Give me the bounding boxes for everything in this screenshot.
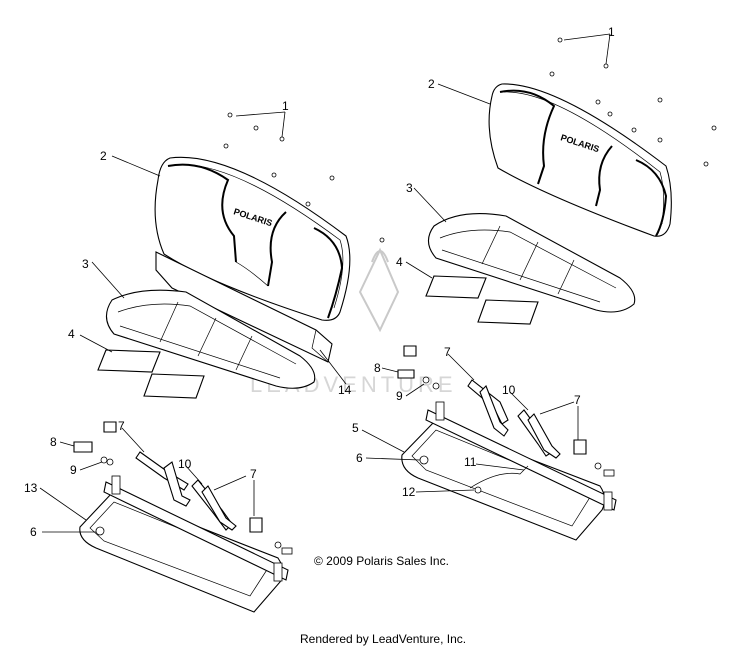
callout-left-7a: 7	[118, 419, 125, 433]
callout-right-7b: 7	[574, 393, 581, 407]
callout-left-6: 6	[30, 525, 37, 539]
callout-left-8: 8	[50, 435, 57, 449]
callout-right-3: 3	[406, 181, 413, 195]
callout-right-10: 10	[502, 383, 516, 397]
callout-left-10: 10	[178, 457, 192, 471]
callout-right-11: 11	[464, 455, 477, 469]
copyright-text: © 2009 Polaris Sales Inc.	[314, 554, 449, 568]
right-seat-cushion	[427, 213, 636, 313]
right-base-frame	[401, 401, 617, 541]
callout-left-14: 14	[338, 383, 352, 397]
left-pads	[97, 349, 205, 399]
callout-right-1: 1	[608, 25, 615, 39]
callout-right-8: 8	[374, 361, 381, 375]
right-pads	[425, 275, 539, 325]
callout-left-13: 13	[24, 481, 38, 495]
left-seatbelts	[73, 421, 293, 555]
callout-left-2: 2	[100, 149, 107, 163]
left-seat-back: POLARIS	[154, 156, 351, 321]
callout-left-9: 9	[70, 463, 77, 477]
callout-right-9: 9	[396, 389, 403, 403]
left-screws	[223, 112, 385, 243]
callout-left-4: 4	[68, 327, 75, 341]
callout-left-7b: 7	[250, 467, 257, 481]
right-seat-back: POLARIS	[488, 83, 672, 237]
callout-right-2: 2	[428, 77, 435, 91]
left-seat-cushion	[105, 289, 316, 389]
callout-right-4: 4	[396, 255, 403, 269]
callout-right-6: 6	[356, 451, 363, 465]
right-seatbelts	[397, 345, 615, 477]
leader-lines	[39, 33, 611, 533]
callout-right-12: 12	[402, 485, 416, 499]
callout-left-3: 3	[82, 257, 89, 271]
callout-right-7a: 7	[444, 345, 451, 359]
right-screws	[549, 37, 717, 167]
left-base-frame	[79, 475, 289, 613]
callout-right-5: 5	[352, 421, 359, 435]
callout-left-1: 1	[282, 99, 289, 113]
rendered-by-text: Rendered by LeadVenture, Inc.	[300, 632, 467, 646]
callout-numbers: 1 2 3 4 14 8 7 9 10 7 13 6 1 2 3 4 8 7 9…	[24, 25, 615, 539]
left-foam-strip	[155, 251, 333, 363]
